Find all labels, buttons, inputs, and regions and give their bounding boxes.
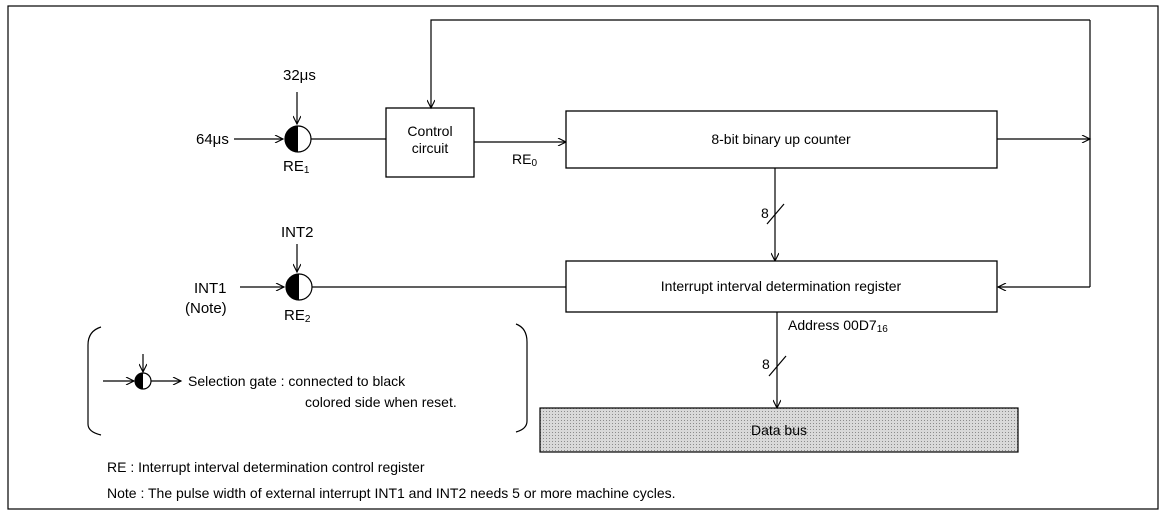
- feedback-to-control-line: [431, 19, 1090, 108]
- data-bus: [539, 407, 1019, 453]
- clock-32us-label: 32μs: [283, 67, 316, 84]
- selection-gate-re2: [285, 273, 313, 301]
- interval-register-label: Interrupt interval determination registe…: [661, 278, 902, 294]
- legend-left-bracket: [87, 326, 102, 436]
- gate-re2-prefix: RE: [284, 307, 305, 324]
- bus-width-label-2: 8: [762, 356, 770, 372]
- re0-prefix: RE: [512, 151, 531, 167]
- binary-counter-label: 8-bit binary up counter: [711, 131, 851, 147]
- footnote-re-definition: RE : Interrupt interval determination co…: [107, 459, 425, 475]
- gate-re2-sub: 2: [305, 314, 311, 325]
- binary-counter-block: [565, 110, 998, 169]
- interval-register-block: [565, 260, 998, 313]
- clock-64us-label: 64μs: [196, 131, 229, 148]
- control-circuit-label-2: circuit: [412, 140, 449, 156]
- re0-sub: 0: [531, 158, 537, 169]
- legend-gate-desc-2: colored side when reset.: [305, 394, 457, 410]
- legend-gate-desc-1: Selection gate : connected to black: [188, 373, 406, 389]
- bus-width-slash-1: [766, 203, 785, 225]
- register-address-label: Address 00D716: [788, 317, 888, 335]
- legend-right-bracket: [515, 323, 528, 433]
- selection-gate-re1: [284, 125, 312, 153]
- bus-width-slash-2: [768, 355, 787, 377]
- bus-width-label-1: 8: [761, 205, 769, 221]
- re0-label: RE0: [512, 151, 537, 169]
- data-bus-label: Data bus: [751, 422, 807, 438]
- register-address-sub: 16: [877, 324, 889, 335]
- gate-re2-label: RE2: [284, 307, 311, 325]
- gate-re1-sub: 1: [304, 165, 310, 176]
- legend-selection-gate-icon: [134, 372, 152, 390]
- int1-note-label: (Note): [185, 300, 227, 317]
- gate-re1-label: RE1: [283, 158, 310, 176]
- int2-label: INT2: [281, 224, 314, 241]
- control-circuit-label-1: Control: [407, 123, 452, 139]
- register-address-prefix: Address 00D7: [788, 317, 877, 333]
- int1-label: INT1: [194, 280, 227, 297]
- gate-re1-prefix: RE: [283, 158, 304, 175]
- diagram-frame: [7, 5, 1159, 510]
- footnote-note: Note : The pulse width of external inter…: [107, 485, 676, 501]
